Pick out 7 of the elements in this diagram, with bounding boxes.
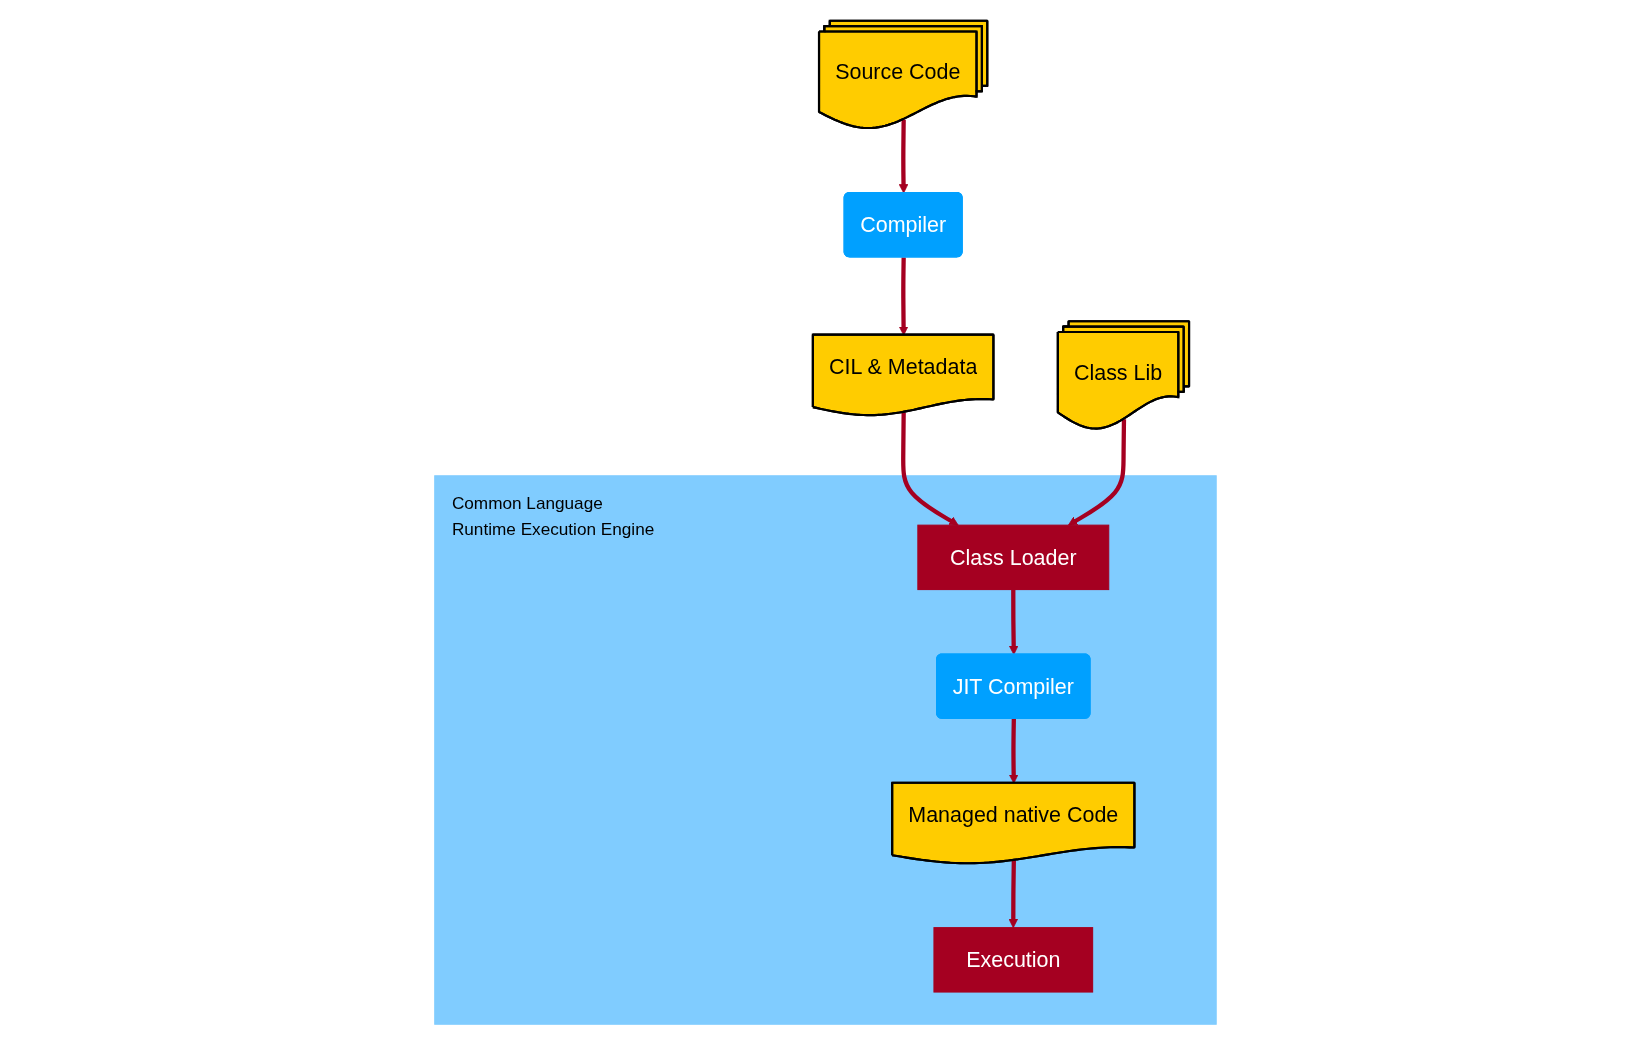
- arrow: [898, 119, 909, 194]
- arrow: [1009, 589, 1019, 655]
- node-box: Execution: [933, 927, 1094, 993]
- arrow: [1067, 419, 1127, 526]
- node-box: Class Loader: [917, 524, 1110, 591]
- arrow: [1008, 860, 1019, 929]
- arrow: [901, 412, 959, 526]
